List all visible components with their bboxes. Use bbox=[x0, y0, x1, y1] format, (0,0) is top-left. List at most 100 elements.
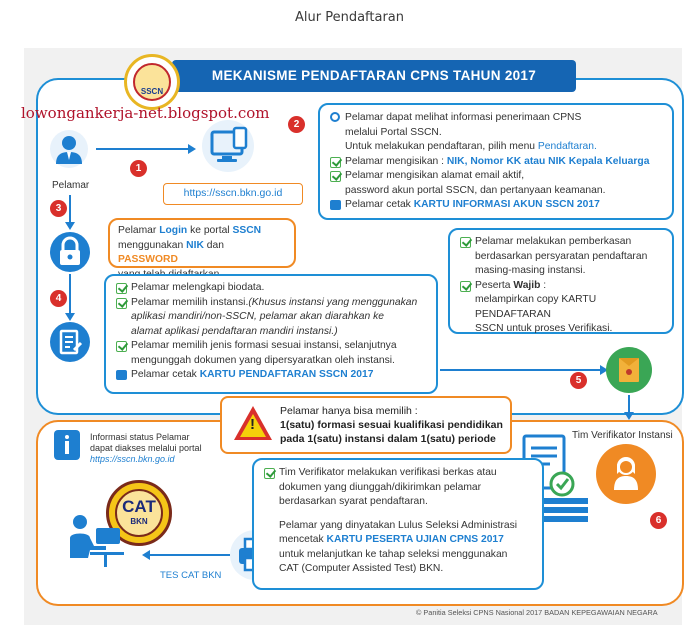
info-portal-link[interactable]: https://sscn.bkn.go.id bbox=[90, 454, 175, 464]
step5-wajib: Wajib bbox=[513, 279, 541, 291]
arrow-to-pemberkasan-head bbox=[600, 365, 608, 375]
step4-line: Pelamar cetak bbox=[131, 369, 200, 380]
step3-password: PASSWORD bbox=[118, 254, 178, 265]
info-line: Informasi status Pelamar bbox=[90, 432, 190, 442]
warning-box: ! Pelamar hanya bisa memilih : 1(satu) f… bbox=[220, 396, 512, 454]
printer-icon bbox=[116, 370, 127, 380]
arrow-to-verifikator bbox=[628, 395, 630, 413]
printer-icon bbox=[330, 200, 341, 210]
garuda-emblem-icon bbox=[133, 63, 171, 101]
pendaftaran-menu-link[interactable]: Pendaftaran. bbox=[537, 141, 597, 152]
envelope-document-icon bbox=[606, 347, 652, 393]
info-icon bbox=[54, 430, 80, 460]
checkbox-icon bbox=[330, 156, 341, 168]
step6-line: Pelamar yang dinyatakan Lulus Seleksi Ad… bbox=[279, 519, 518, 531]
page-heading: Alur Pendaftaran bbox=[294, 10, 404, 25]
footer-credit: © Panitia Seleksi CPNS Nasional 2017 BAD… bbox=[416, 608, 658, 617]
warning-exclamation: ! bbox=[250, 416, 255, 433]
step-number-1: 1 bbox=[130, 160, 147, 177]
cat-logo-text: CAT bbox=[122, 497, 156, 516]
arrow-to-cat bbox=[150, 554, 230, 556]
checkbox-icon bbox=[460, 280, 471, 292]
step6-line: untuk melanjutkan ke tahap seleksi mengg… bbox=[279, 548, 508, 560]
step4-line: (Khusus instansi yang menggunakan bbox=[248, 296, 418, 308]
step4-line: alamat aplikasi pendaftaran mandiri inst… bbox=[131, 325, 338, 337]
step4-line: mengunggah dokumen yang dipersyaratkan o… bbox=[131, 354, 395, 366]
step3-text: menggunakan bbox=[118, 239, 187, 251]
step5-panel: Pelamar melakukan pemberkasan berdasarka… bbox=[448, 228, 674, 334]
tes-cat-label: TES CAT BKN bbox=[160, 570, 222, 581]
lock-icon bbox=[50, 232, 90, 272]
step2-line: melalui Portal SSCN. bbox=[345, 126, 442, 138]
step4-line: Pelamar memilih instansi. bbox=[131, 296, 249, 308]
step5-line: masing-masing instansi. bbox=[475, 265, 586, 276]
search-icon bbox=[330, 112, 340, 122]
step-number-3: 3 bbox=[50, 200, 67, 217]
step6-line: Tim Verifikator melakukan verifikasi ber… bbox=[279, 467, 497, 478]
step3-text: dan bbox=[203, 239, 224, 251]
pelamar-user-icon bbox=[50, 130, 88, 168]
arrow-to-portal bbox=[96, 148, 188, 150]
step3-panel: Pelamar Login ke portal SSCN menggunakan… bbox=[108, 218, 296, 280]
verifikator-person-icon bbox=[596, 444, 656, 504]
checkbox-icon bbox=[116, 283, 127, 294]
arrow-to-cat-head bbox=[142, 550, 150, 560]
step2-highlight: KARTU INFORMASI AKUN SSCN 2017 bbox=[413, 199, 600, 210]
step3-sscn: SSCN bbox=[232, 225, 262, 236]
step2-line: Pelamar mengisikan : bbox=[345, 155, 447, 167]
step5-line: berdasarkan persyaratan pendaftaran bbox=[475, 250, 648, 262]
step3-text: Pelamar bbox=[118, 225, 160, 236]
step5-line: : bbox=[540, 279, 547, 291]
step6-line: berdasarkan syarat pendaftaran. bbox=[279, 496, 428, 507]
arrow-to-verifikator-head bbox=[624, 412, 634, 420]
step6-line: CAT (Computer Assisted Test) BKN. bbox=[279, 563, 444, 574]
step-number-5: 5 bbox=[570, 372, 587, 389]
step2-line: password akun portal SSCN, dan pertanyaa… bbox=[345, 184, 606, 196]
cat-logo-sub: BKN bbox=[130, 517, 148, 526]
step-number-6: 6 bbox=[650, 512, 667, 529]
step6-panel: Tim Verifikator melakukan verifikasi ber… bbox=[252, 458, 544, 590]
sscn-logo: SSCN bbox=[124, 54, 180, 110]
warning-line: pada 1(satu) instansi dalam 1(satu) peri… bbox=[280, 433, 496, 445]
warning-icon-inner bbox=[240, 414, 266, 437]
test-taker-icon bbox=[60, 510, 130, 570]
checkbox-icon bbox=[116, 297, 127, 309]
step5-line: Peserta bbox=[475, 279, 514, 291]
warning-line: Pelamar hanya bisa memilih : bbox=[280, 405, 418, 417]
step4-panel: Pelamar melengkapi biodata. Pelamar memi… bbox=[104, 274, 438, 394]
step-number-2: 2 bbox=[288, 116, 305, 133]
info-text: Informasi status Pelamar dapat diakses m… bbox=[90, 432, 202, 465]
step6-highlight: KARTU PESERTA UJIAN CPNS 2017 bbox=[326, 534, 504, 545]
documents-check-icon bbox=[520, 432, 592, 524]
verifikator-label: Tim Verifikator Instansi bbox=[572, 430, 673, 441]
step4-line: Pelamar melengkapi biodata. bbox=[131, 282, 265, 293]
step6-line: dokumen yang diunggah/dikirimkan pelamar bbox=[279, 481, 482, 493]
arrow-to-form-head bbox=[65, 313, 75, 321]
sscn-logo-text: SSCN bbox=[140, 87, 164, 96]
step2-line: Untuk melakukan pendaftaran, pilih menu bbox=[345, 141, 538, 152]
step2-line: Pelamar cetak bbox=[345, 199, 414, 210]
arrow-to-login-head bbox=[65, 222, 75, 230]
step6-line: mencetak bbox=[279, 534, 327, 545]
step4-highlight: KARTU PENDAFTARAN SSCN 2017 bbox=[199, 369, 374, 380]
diagram-title: MEKANISME PENDAFTARAN CPNS TAHUN 2017 bbox=[172, 60, 576, 92]
step3-text: ke portal bbox=[187, 225, 233, 236]
checkbox-icon bbox=[264, 468, 275, 479]
step2-highlight: NIK, Nomor KK atau NIK Kepala Keluarga bbox=[446, 155, 650, 167]
computer-portal-icon bbox=[202, 120, 254, 172]
step3-nik: NIK bbox=[186, 239, 204, 251]
checkbox-icon bbox=[460, 237, 471, 248]
step4-line: Pelamar memilih jenis formasi sesuai ins… bbox=[131, 340, 397, 351]
arrow-to-pemberkasan bbox=[440, 369, 600, 371]
arrow-to-login bbox=[69, 195, 71, 223]
step4-line: aplikasi mandiri/non-SSCN, pelamar akan … bbox=[131, 311, 384, 322]
step-number-4: 4 bbox=[50, 290, 67, 307]
step5-line: melampirkan copy KARTU PENDAFTARAN bbox=[475, 294, 597, 320]
form-document-icon bbox=[50, 322, 90, 362]
checkbox-icon bbox=[116, 341, 127, 352]
step5-line: SSCN untuk proses Verifikasi. bbox=[475, 323, 613, 334]
watermark: lowongankerja-net.blogspot.com bbox=[21, 104, 270, 122]
sscn-url-link[interactable]: https://sscn.bkn.go.id bbox=[163, 183, 303, 205]
arrow-to-portal-head bbox=[188, 144, 196, 154]
info-line: dapat diakses melalui portal bbox=[90, 443, 202, 453]
